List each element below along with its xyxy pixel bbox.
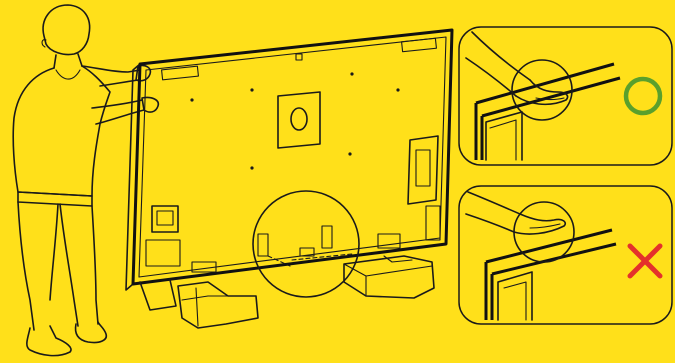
stand-foot-left: [140, 280, 258, 328]
detail-highlight-circle: [253, 191, 359, 297]
panel-incorrect: [459, 186, 672, 324]
stand-foot-right: [344, 256, 434, 298]
tv-panel: [126, 30, 452, 290]
panel-correct: [459, 27, 672, 165]
